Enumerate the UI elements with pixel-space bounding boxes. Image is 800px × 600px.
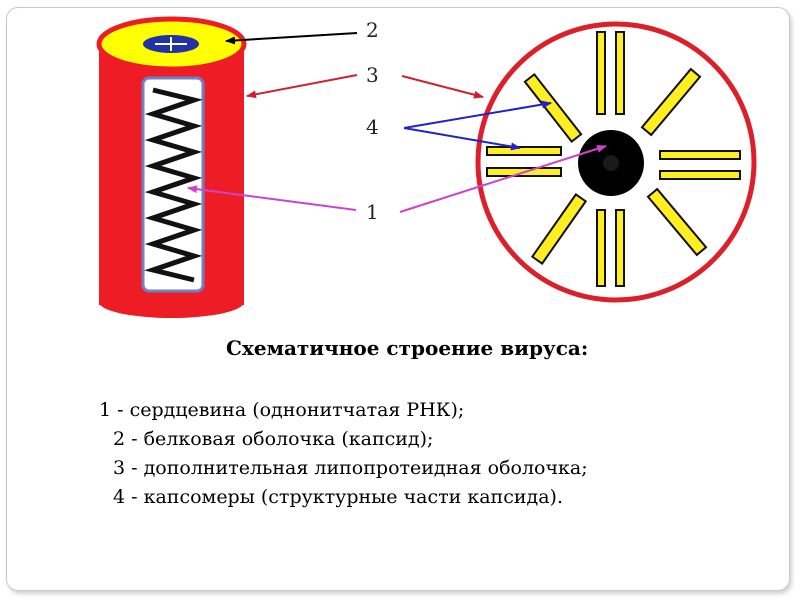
capsid-top-core-mark: [155, 37, 187, 51]
arrow-4-capsomere-upper: [403, 100, 552, 129]
arrow-3-envelope-right: [401, 75, 484, 99]
arrow-3-envelope-left: [246, 74, 358, 99]
caption-title: Схематичное строение вируса:: [226, 336, 589, 360]
lipoprotein-envelope-bottom: [99, 286, 244, 318]
label-2: 2: [366, 18, 379, 42]
spherical-virus: [475, 21, 757, 303]
capsomere-right: [659, 150, 741, 180]
arrow-1-rna-left: [187, 185, 357, 211]
arrow-4-capsomere-lower: [403, 127, 521, 151]
capsomere-bottom: [596, 209, 625, 287]
legend: 1 - сердцевина (однонитчатая РНК); 2 - б…: [99, 396, 588, 512]
capsomere-bottom-left: [530, 193, 588, 265]
capsomere-top-right: [640, 67, 702, 137]
legend-item-1: 1 - сердцевина (однонитчатая РНК);: [99, 399, 465, 421]
rna-helix: [144, 87, 203, 283]
rna-core-highlight: [603, 155, 619, 171]
label-4: 4: [366, 115, 379, 139]
legend-item-4: 4 - капсомеры (структурные части капсида…: [113, 486, 563, 508]
capsomere-top: [596, 31, 625, 115]
capsomere-top-left: [523, 72, 583, 144]
capsomere-bottom-right: [646, 187, 708, 257]
arrow-1-rna-right: [399, 144, 607, 213]
label-1: 1: [366, 200, 379, 224]
arrow-2-capsid: [225, 32, 358, 45]
label-3: 3: [366, 63, 379, 87]
legend-item-3: 3 - дополнительная липопротеидная оболоч…: [113, 457, 588, 479]
cylinder-virus: [96, 16, 247, 318]
legend-item-2: 2 - белковая оболочка (капсид);: [113, 428, 434, 450]
